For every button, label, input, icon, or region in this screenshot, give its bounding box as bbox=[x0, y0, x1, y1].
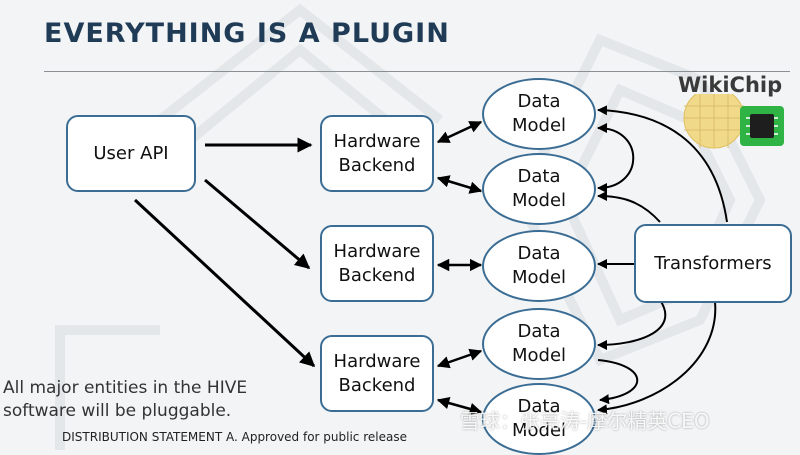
arrow-hw1-dm2 bbox=[436, 175, 483, 194]
title-divider bbox=[44, 71, 790, 72]
curve-transformers-dm5 bbox=[597, 301, 717, 415]
data-model-label: Data Model bbox=[511, 166, 567, 211]
slide-caption: All major entities in the HIVE software … bbox=[3, 378, 248, 421]
curve-dm4-dm5 bbox=[597, 359, 639, 405]
data-model-node-3: Data Model bbox=[482, 230, 596, 302]
curve-dm1-dm2 bbox=[597, 123, 635, 193]
wikichip-chip-icon bbox=[683, 94, 784, 149]
data-model-label: Data Model bbox=[511, 243, 567, 288]
hardware-backend-label: Hardware Backend bbox=[333, 240, 421, 286]
transformers-label: Transformers bbox=[654, 252, 772, 274]
wikichip-logo-text: WikiChip bbox=[678, 73, 783, 97]
distribution-statement: DISTRIBUTION STATEMENT A. Approved for p… bbox=[62, 430, 407, 444]
arrow-hw3-dm4 bbox=[436, 348, 483, 369]
data-model-node-1: Data Model bbox=[482, 78, 596, 150]
data-model-node-2: Data Model bbox=[482, 153, 596, 225]
arrow-userapi-to-hw3 bbox=[133, 198, 316, 368]
arrow-hw1-dm1 bbox=[436, 120, 483, 144]
arrow-hw3-dm5 bbox=[436, 397, 483, 415]
data-model-label: Data Model bbox=[511, 396, 567, 441]
curve-transformers-dm4 bbox=[597, 299, 667, 350]
arrow-userapi-to-hw2 bbox=[204, 178, 311, 270]
watermark: 雪球：张亮涛-摩尔精英CEO bbox=[460, 409, 710, 433]
data-model-label: Data Model bbox=[511, 321, 567, 366]
user-api-node: User API bbox=[66, 115, 196, 192]
hardware-backend-node-1: Hardware Backend bbox=[320, 115, 434, 192]
transformers-node: Transformers bbox=[634, 224, 792, 303]
data-model-label: Data Model bbox=[511, 91, 567, 136]
hardware-backend-node-2: Hardware Backend bbox=[320, 225, 434, 302]
hardware-backend-node-3: Hardware Backend bbox=[320, 335, 434, 412]
slide-title: EVERYTHING IS A PLUGIN bbox=[44, 18, 450, 49]
data-model-node-4: Data Model bbox=[482, 308, 596, 380]
hardware-backend-label: Hardware Backend bbox=[333, 350, 421, 396]
user-api-label: User API bbox=[93, 142, 169, 164]
hardware-backend-label: Hardware Backend bbox=[333, 130, 421, 176]
curve-transformers-dm2 bbox=[597, 191, 661, 223]
data-model-node-5: Data Model bbox=[482, 383, 596, 455]
curve-transformers-dm1 bbox=[597, 105, 728, 223]
